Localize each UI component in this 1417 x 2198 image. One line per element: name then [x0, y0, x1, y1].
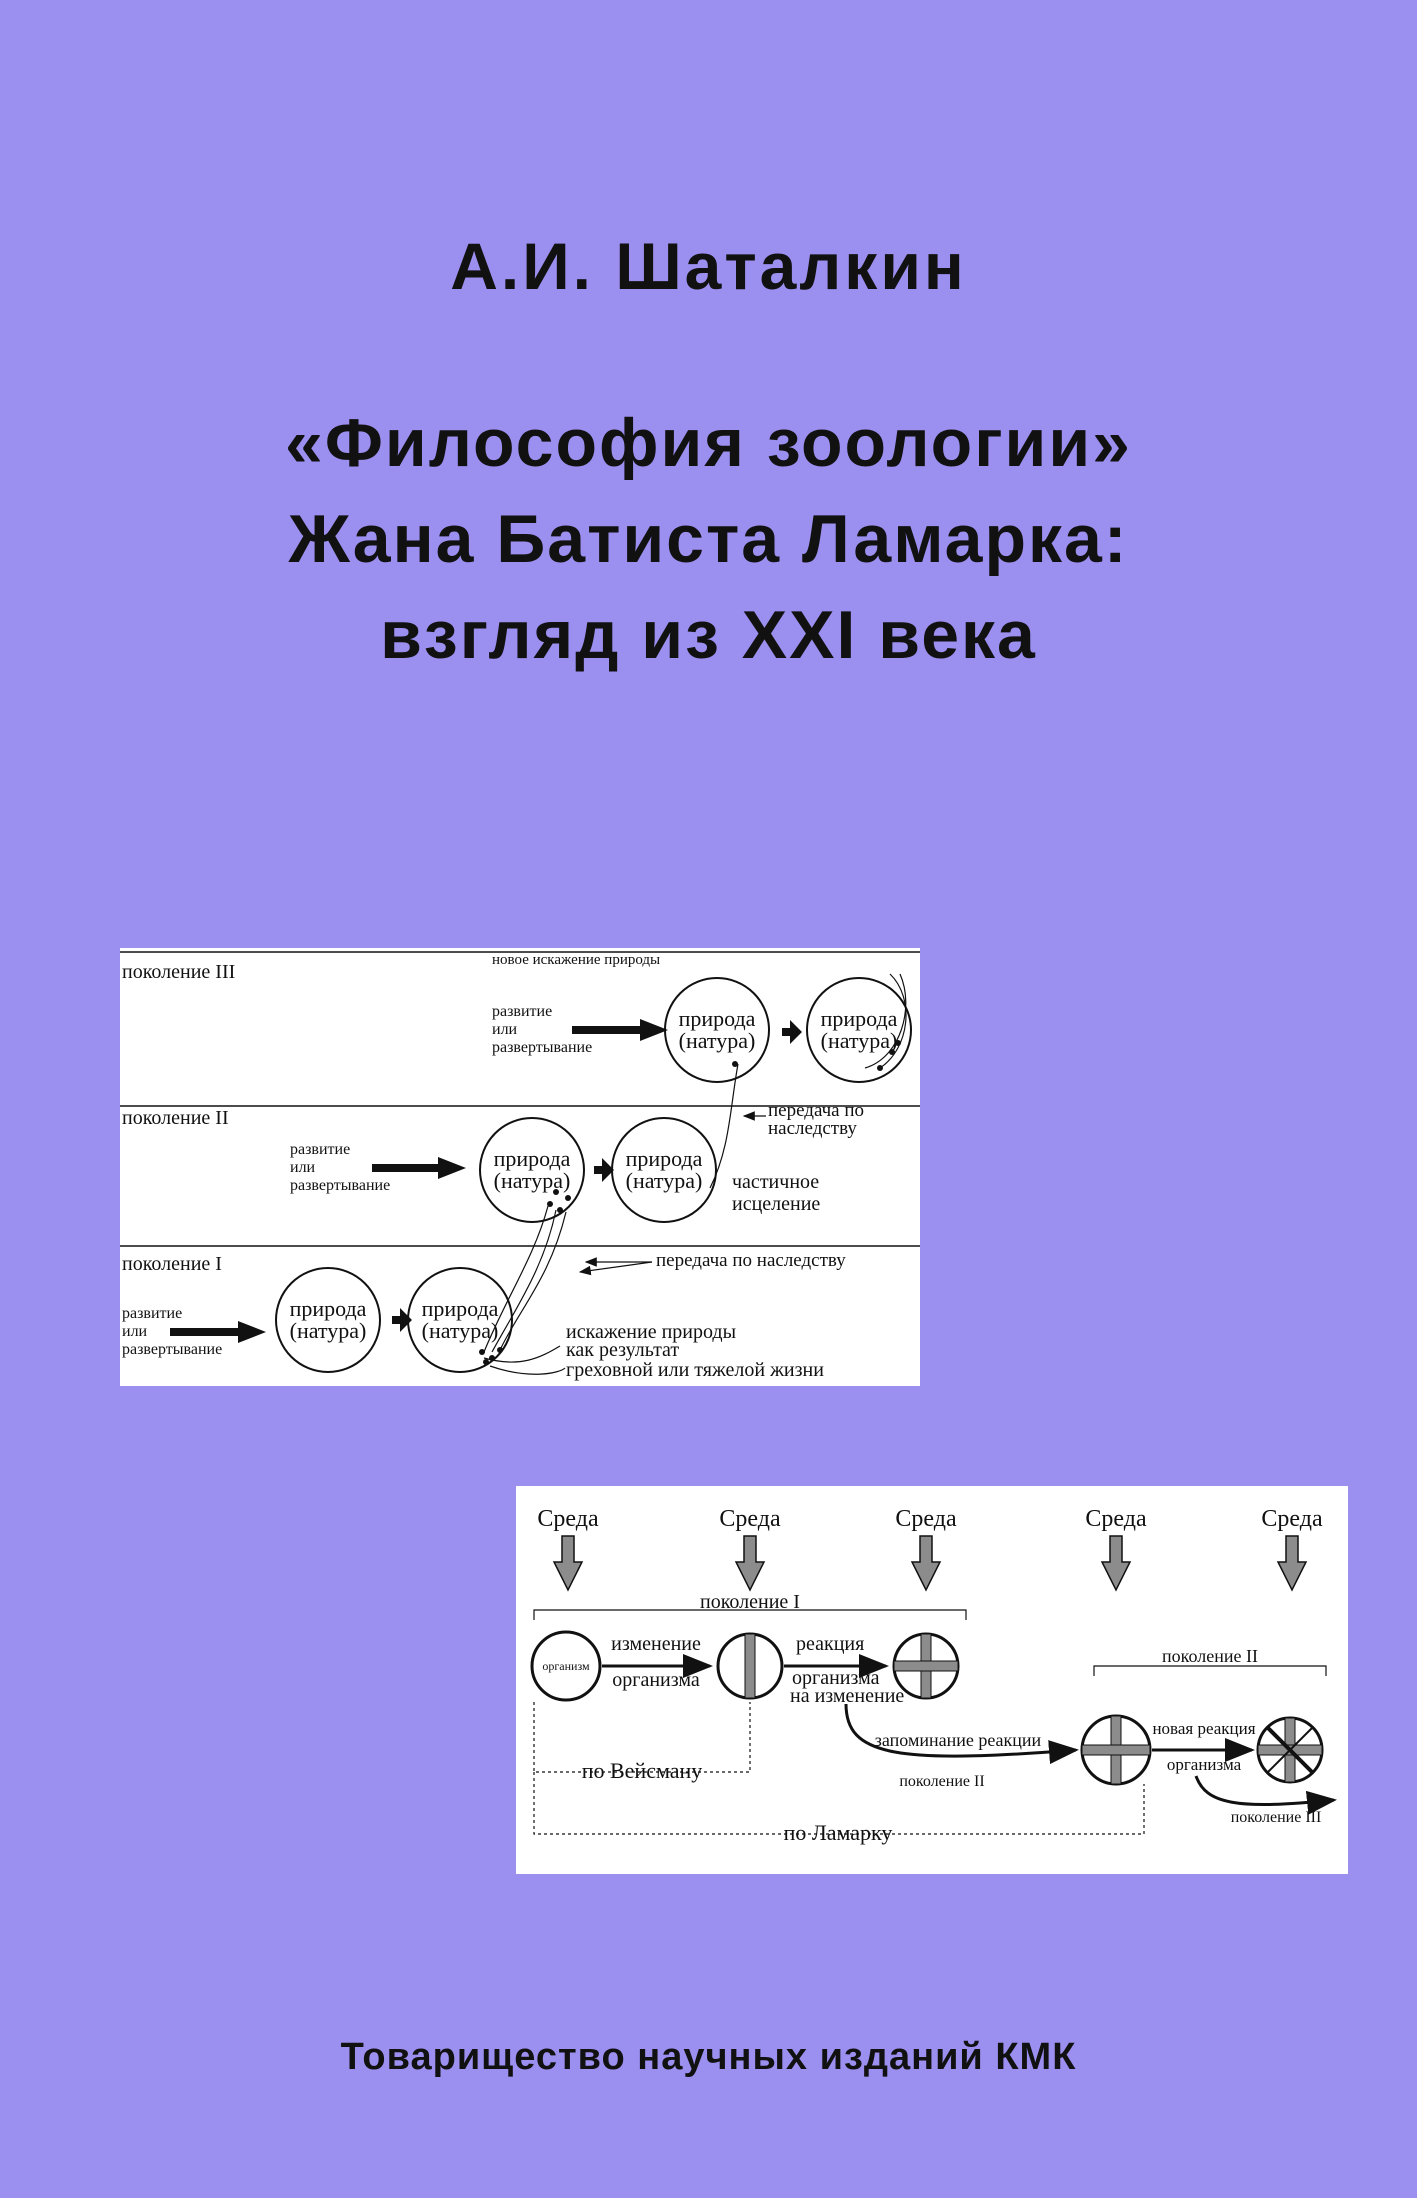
- nature-label: (натура): [626, 1168, 703, 1193]
- title-line-3: взгляд из XXI века: [380, 597, 1037, 673]
- gen2-bracket-label: поколение II: [1162, 1646, 1258, 1666]
- nature-label: природа: [679, 1006, 756, 1031]
- reaction-label: на изменение: [790, 1685, 904, 1707]
- new-reaction-label: организма: [1167, 1755, 1242, 1774]
- nature-label: природа: [821, 1006, 898, 1031]
- nature-label: (натура): [821, 1028, 898, 1053]
- nature-label: природа: [626, 1146, 703, 1171]
- dev-text-3: развертывание: [290, 1177, 390, 1194]
- partial-healing-label: исцеление: [732, 1193, 820, 1215]
- down-arrow-icon: [734, 1535, 766, 1592]
- publisher-name: Товарищество научных изданий КМК: [340, 2036, 1077, 2078]
- env-label: Среда: [1085, 1506, 1147, 1532]
- distortion-label: как результат: [566, 1339, 679, 1361]
- distortion-label: искажение природы: [566, 1321, 736, 1343]
- nature-circle-3b: [806, 977, 912, 1083]
- nature-label: (натура): [679, 1028, 756, 1053]
- lamarck-label: по Ламарку: [784, 1820, 893, 1845]
- dev-text-2: или: [492, 1021, 518, 1038]
- memory-label: запоминание реакции: [875, 1730, 1042, 1750]
- down-arrow-icon: [1100, 1535, 1132, 1592]
- author-name: А.И. Шаталкин: [450, 229, 967, 303]
- reaction-label: реакция: [796, 1633, 864, 1655]
- weismann-label: по Вейсману: [582, 1758, 703, 1783]
- down-arrow-icon: [910, 1535, 942, 1592]
- nature-label: (натура): [494, 1168, 571, 1193]
- new-reaction-label: новая реакция: [1152, 1719, 1255, 1738]
- nature-circle-2a: [479, 1117, 585, 1223]
- dev-arrow-icon: [170, 1321, 266, 1343]
- nature-circle-3a: [664, 977, 770, 1083]
- down-arrow-icon: [552, 1535, 584, 1592]
- nature-label: (натура): [290, 1318, 367, 1343]
- nature-circle-1a: [275, 1267, 381, 1373]
- gen2-sub-label: поколение II: [899, 1773, 984, 1790]
- gen3-sub-label: поколение III: [1231, 1809, 1322, 1826]
- partial-healing-label: частичное: [732, 1171, 819, 1193]
- distortion-label: греховной или тяжелой жизни: [566, 1359, 824, 1381]
- new-distortion-label: новое искажение природы: [492, 952, 660, 968]
- inherit-label: наследству: [768, 1118, 857, 1139]
- dev-arrow-icon: [372, 1157, 466, 1179]
- gen1-bracket-label: поколение I: [700, 1591, 800, 1613]
- gen3-label: поколение III: [122, 961, 235, 983]
- dev-text-2: или: [290, 1159, 316, 1176]
- dev-text-1: развитие: [492, 1003, 552, 1020]
- dev-text-1: развитие: [122, 1305, 182, 1322]
- title-line-2: Жана Батиста Ламарка:: [288, 501, 1129, 577]
- inherit-label: передача по: [768, 1100, 864, 1121]
- book-title: «Философия зоологии» Жана Батиста Ламарк…: [0, 395, 1417, 683]
- organism-circle: [530, 1630, 602, 1702]
- nature-label: природа: [494, 1146, 571, 1171]
- nature-circle-1b: [407, 1267, 513, 1373]
- gen1-label: поколение I: [122, 1253, 222, 1275]
- dev-text-1: развитие: [290, 1141, 350, 1158]
- title-line-1: «Философия зоологии»: [285, 405, 1132, 481]
- dev-text-3: развертывание: [492, 1039, 592, 1056]
- nature-label: природа: [422, 1296, 499, 1321]
- env-label: Среда: [537, 1506, 599, 1532]
- nature-label: природа: [290, 1296, 367, 1321]
- nature-circle-2b: [611, 1117, 717, 1223]
- change-label: организма: [612, 1669, 700, 1691]
- weismann-lamarck-diagram: Среда Среда Среда Среда Среда поколение …: [516, 1486, 1348, 1874]
- dev-text-2: или: [122, 1323, 148, 1340]
- inheritance-diagram: поколение III новое искажение природы ра…: [120, 948, 920, 1386]
- gen2-label: поколение II: [122, 1107, 229, 1129]
- arrow-icon: [782, 1020, 802, 1044]
- change-label: изменение: [611, 1633, 701, 1655]
- arrow-icon: [392, 1308, 412, 1332]
- reaction-label: организма: [792, 1667, 880, 1689]
- dev-text-3: развертывание: [122, 1341, 222, 1358]
- dev-arrow-icon: [572, 1019, 668, 1041]
- inherit-full-label: передача по наследству: [656, 1250, 846, 1271]
- env-label: Среда: [895, 1506, 957, 1532]
- down-arrow-icon: [1276, 1535, 1308, 1592]
- organism-label: организм: [542, 1659, 590, 1673]
- env-label: Среда: [1261, 1506, 1323, 1532]
- env-label: Среда: [719, 1506, 781, 1532]
- nature-label: (натура): [422, 1318, 499, 1343]
- arrow-icon: [594, 1158, 614, 1182]
